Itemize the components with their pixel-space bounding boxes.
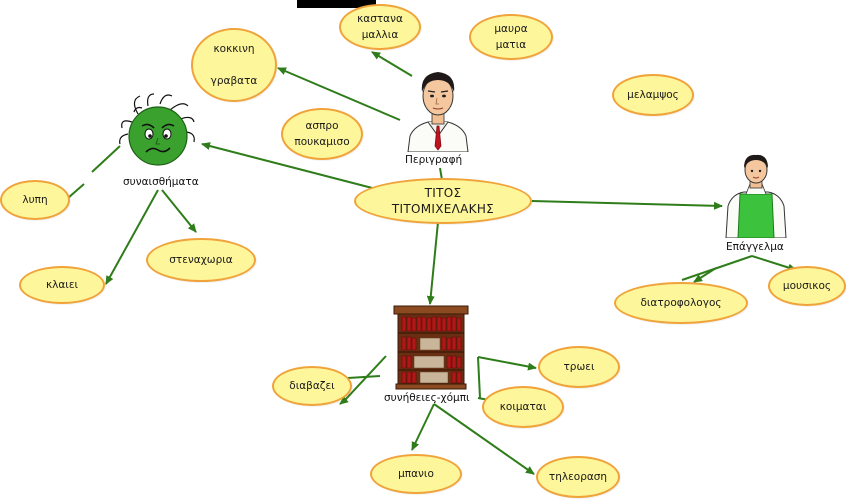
chef-icon [725,154,787,238]
link-profession-left [681,255,753,281]
link-center-profession [531,200,723,210]
center-node[interactable]: ΤΙΤΟΣ ΤΙΤΟΜΙΧΕΛΑΚΗΣ [354,178,532,224]
link-emotions-distress [161,189,197,233]
hub-habits-label[interactable]: συνήθειες-χόμπι [384,392,470,404]
link-description-hair [371,51,413,77]
hub-profession-label[interactable]: Επάγγελμα [726,241,784,253]
bookcase-icon [393,305,469,390]
businessman-icon [407,72,469,152]
node-eats[interactable]: τρωει [538,346,620,388]
node-white-shirt[interactable]: ασπρο πουκαμισο [281,108,363,160]
link-habits-sleeps-stem [477,356,481,399]
worried-face-icon [119,93,195,166]
node-sleeps[interactable]: κοιμαται [482,386,564,428]
node-bath-label: μπανιο [398,467,434,480]
node-red-tie-label: κοκκινη γραβατα [210,42,258,88]
node-sleeps-label: κοιμαται [499,400,547,413]
node-sadness-label: λυπη [22,193,48,206]
node-brown-hair-label: καστανα μαλλια [357,12,403,41]
center-node-label: ΤΙΤΟΣ ΤΙΤΟΜΙΧΕΛΑΚΗΣ [391,185,495,216]
node-cries[interactable]: κλαιει [19,266,105,304]
node-brown-hair[interactable]: καστανα μαλλια [339,4,421,50]
node-tv[interactable]: τηλεοραση [536,456,620,498]
node-red-tie[interactable]: κοκκινη γραβατα [191,28,277,102]
title-bar-fragment [297,0,376,8]
link-profession-nutritionist [693,267,717,283]
node-distress[interactable]: στεναχωρια [146,238,256,282]
node-black-eyes-label: μαυρα ματια [494,22,528,51]
node-dark-skin-label: μελαμψος [627,88,679,101]
node-distress-label: στεναχωρια [169,253,233,266]
link-habits-tv [433,403,535,475]
hub-description-label[interactable]: Περιγραφή [405,154,463,166]
link-emotions-sadness [91,145,121,173]
link-habits-eats [477,356,537,371]
link-habits-reads [347,375,381,379]
link-habits-bath [411,403,435,451]
link-center-emotions [201,142,381,191]
link-emotions-cries [105,189,159,285]
node-black-eyes[interactable]: μαυρα ματια [469,14,553,60]
node-reads[interactable]: διαβαζει [272,366,352,406]
hub-emotions-label[interactable]: συναισθήματα [123,176,199,188]
node-sadness[interactable]: λυπη [0,180,70,220]
node-nutritionist[interactable]: διατροφολογος [614,282,748,324]
node-musician-label: μουσικος [782,279,832,292]
node-eats-label: τρωει [563,360,595,373]
node-musician[interactable]: μουσικος [768,266,846,306]
node-nutritionist-label: διατροφολογος [640,296,722,309]
link-habits-reads-arrow [339,355,387,405]
node-reads-label: διαβαζει [289,379,335,392]
link-description-tie [277,67,401,121]
link-center-habits [426,221,439,305]
node-cries-label: κλαιει [45,278,79,291]
node-bath[interactable]: μπανιο [370,454,462,494]
node-dark-skin[interactable]: μελαμψος [612,74,694,116]
node-tv-label: τηλεοραση [548,470,608,483]
node-white-shirt-label: ασπρο πουκαμισο [294,119,350,148]
